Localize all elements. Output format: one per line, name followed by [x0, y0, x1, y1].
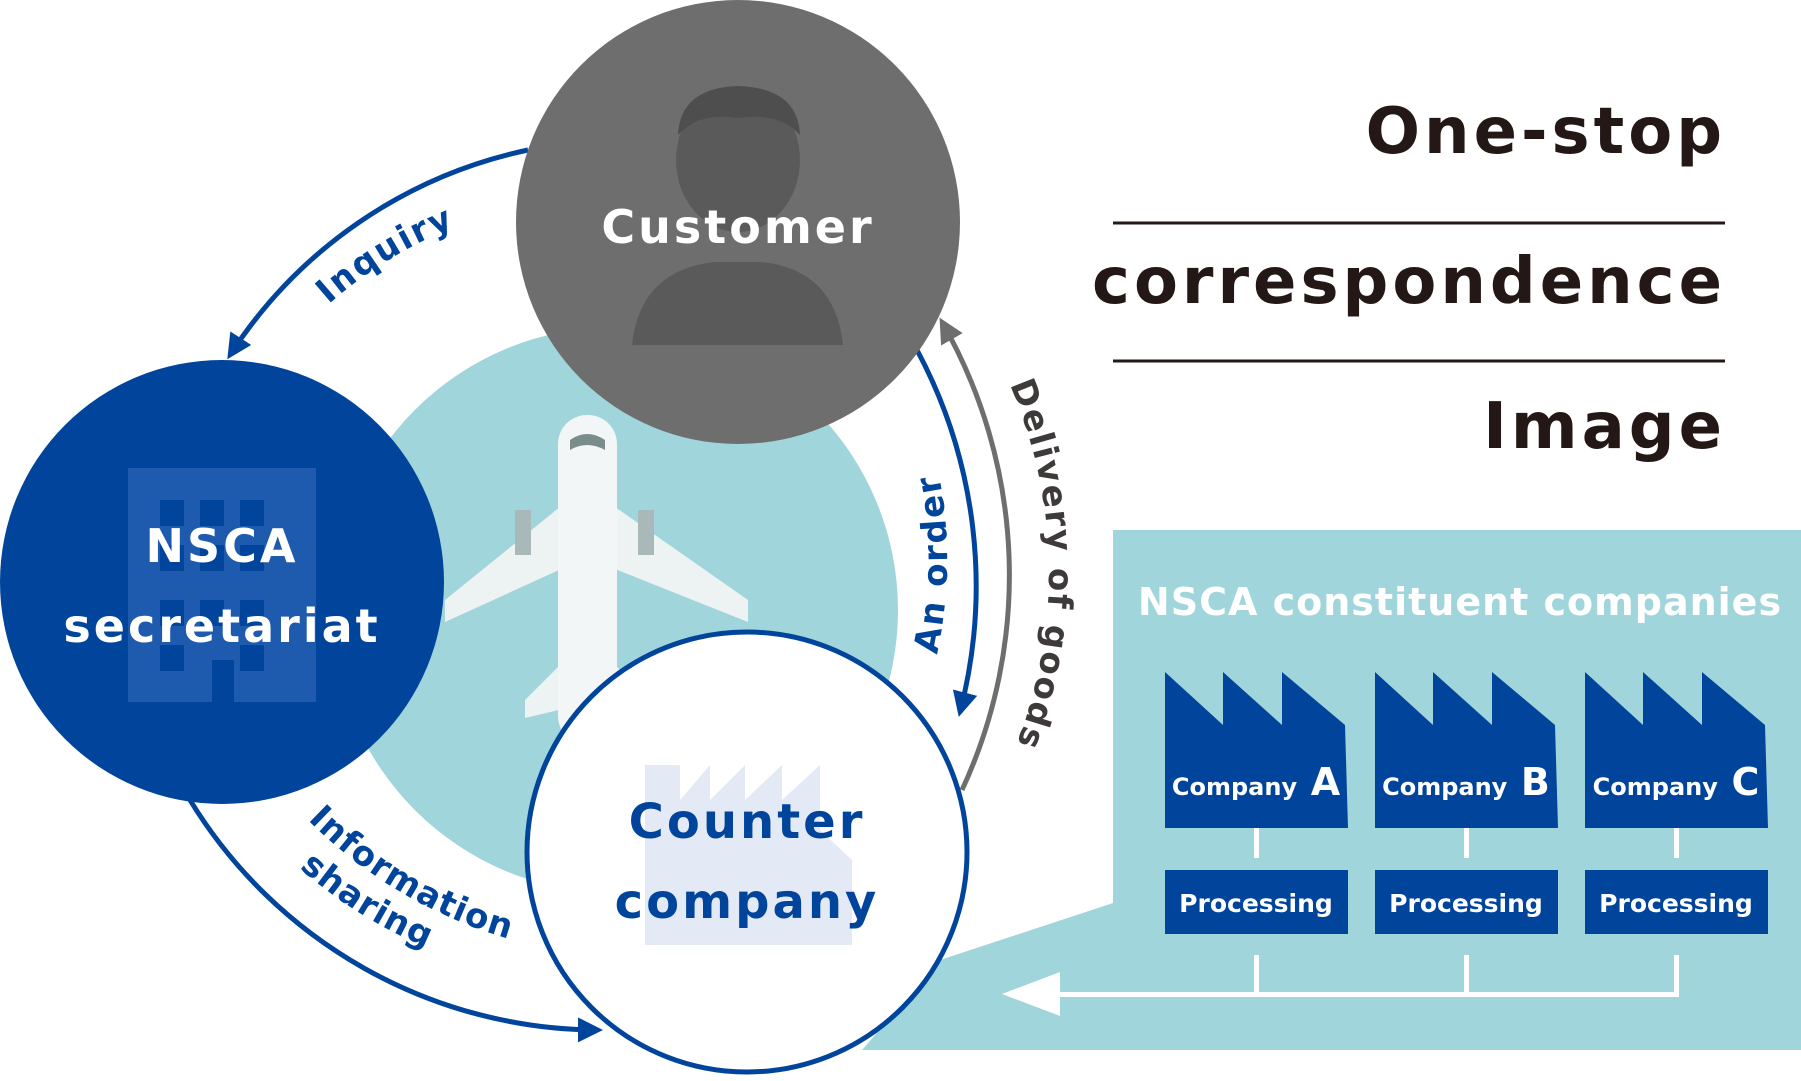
counter-label-line1: Counter — [629, 794, 866, 850]
factory-icon — [1165, 672, 1348, 828]
processing-label: Processing — [1179, 889, 1333, 918]
processing-box — [1375, 870, 1558, 934]
title-line-2: correspondence — [1092, 245, 1726, 319]
factory-icon — [645, 765, 852, 945]
customer-node: Customer — [516, 0, 960, 444]
processing-box — [1585, 870, 1768, 934]
company-label: Company A — [1172, 760, 1341, 804]
inquiry-label: Inquiry — [308, 198, 459, 311]
counter-label-line2: company — [615, 874, 880, 930]
order-label: An order — [906, 472, 956, 657]
order-arrow — [914, 348, 979, 717]
secretariat-node: NSCA secretariat — [0, 360, 444, 804]
delivery-label: Delivery of goods — [1001, 373, 1080, 756]
delivery-arrow — [939, 317, 1012, 792]
factory-icon — [1585, 672, 1768, 828]
inquiry-arrow — [227, 147, 529, 360]
company-a: Company A Processing — [1165, 672, 1348, 934]
processing-label: Processing — [1389, 889, 1543, 918]
constituents-heading: NSCA constituent companies — [1138, 580, 1782, 624]
building-icon — [128, 468, 316, 702]
panel-connector — [862, 903, 1113, 1050]
processing-box — [1165, 870, 1348, 934]
factory-icon — [1375, 672, 1558, 828]
return-flow-line — [1002, 955, 1679, 1016]
company-label: Company C — [1593, 760, 1760, 804]
company-c: Company C Processing — [1585, 672, 1768, 934]
company-label: Company B — [1382, 760, 1550, 804]
title-line-3: Image — [1483, 390, 1726, 464]
secretariat-label-line1: NSCA — [146, 519, 299, 573]
counter-company-node: Counter company — [524, 629, 970, 1075]
processing-label: Processing — [1599, 889, 1753, 918]
secretariat-label-line2: secretariat — [63, 599, 380, 653]
title-line-1: One-stop — [1365, 95, 1726, 169]
info-sharing-arrow — [187, 798, 603, 1043]
customer-label: Customer — [601, 200, 874, 254]
company-b: Company B Processing — [1375, 672, 1558, 934]
businessman-icon — [632, 86, 843, 345]
